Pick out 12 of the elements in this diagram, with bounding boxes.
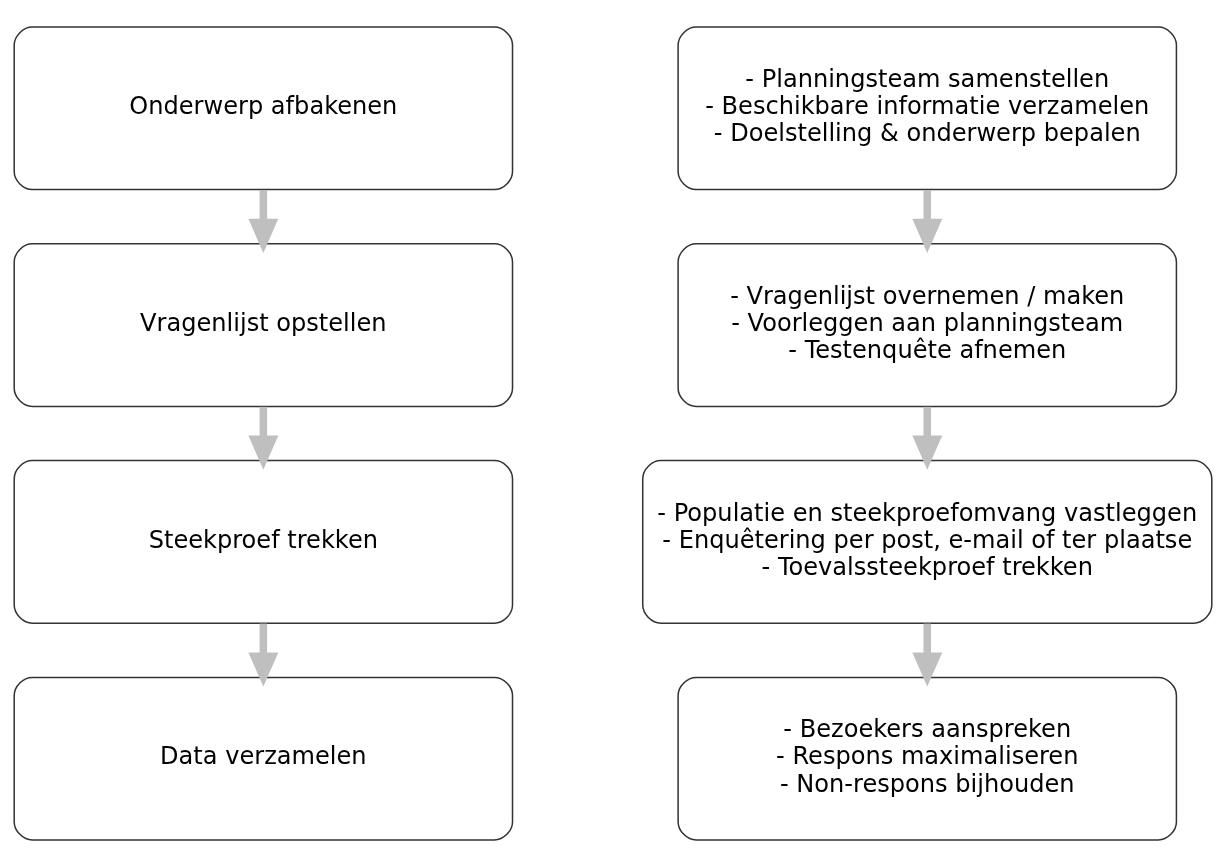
node-box: Vragenlijst opstellen (13, 243, 514, 408)
node-box: - Populatie en steekproefomvang vastleggen - Enquêtering per post, e-mail of ter plaatse - Toevalssteekproef trekken (641, 459, 1213, 624)
arrow (248, 406, 279, 470)
node-box: - Vragenlijst overnemen / maken - Voorleggen aan planningsteam - Testenquête afnemen (677, 243, 1178, 408)
node-box: Onderwerp afbakenen (13, 26, 514, 191)
arrow (248, 190, 279, 254)
arrow (912, 190, 943, 254)
node-box: Steekproef trekken (13, 459, 514, 624)
node-box: - Planningsteam samenstellen - Beschikbare informatie verzamelen - Doelstelling & onderwerp bepalen (677, 26, 1178, 191)
arrow (912, 406, 943, 470)
node-box: - Bezoekers aanspreken - Respons maximaliseren - Non-respons bijhouden (677, 676, 1178, 841)
node-box: Data verzamelen (13, 676, 514, 841)
